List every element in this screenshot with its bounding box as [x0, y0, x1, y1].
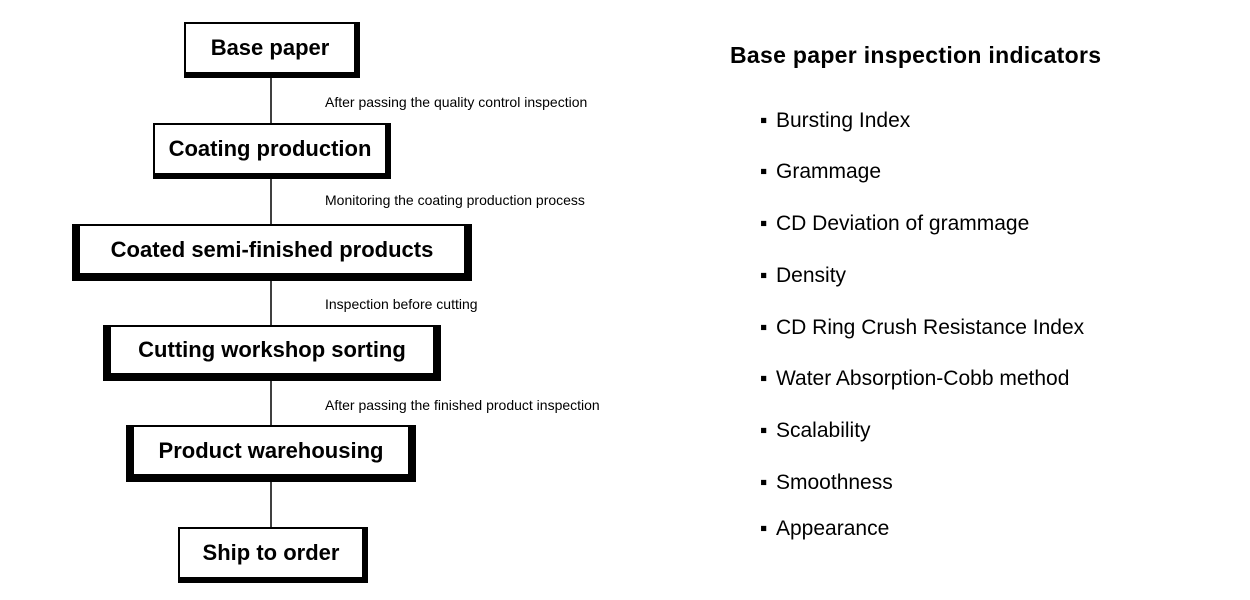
- step-ship-to-order: Ship to order: [178, 527, 368, 583]
- indicator-label: Bursting Index: [776, 109, 911, 132]
- bullet-icon: ▪: [760, 316, 768, 339]
- indicator-item: ▪ CD Deviation of grammage: [760, 212, 1029, 236]
- indicator-item: ▪ Density: [760, 264, 846, 288]
- indicator-item: ▪ Grammage: [760, 160, 881, 184]
- bullet-icon: ▪: [760, 264, 768, 287]
- bullet-icon: ▪: [760, 517, 768, 540]
- indicator-label: CD Deviation of grammage: [776, 212, 1030, 235]
- indicator-label: Grammage: [776, 160, 882, 183]
- bullet-icon: ▪: [760, 419, 768, 442]
- indicator-label: Appearance: [776, 517, 890, 540]
- connector-label-1: After passing the quality control inspec…: [325, 94, 588, 110]
- connector-label-2: Monitoring the coating production proces…: [325, 192, 585, 208]
- indicator-label: CD Ring Crush Resistance Index: [776, 316, 1085, 339]
- step-label: Coated semi-finished products: [110, 236, 434, 262]
- step-product-warehousing: Product warehousing: [126, 425, 416, 482]
- indicator-label: Scalability: [776, 419, 871, 442]
- connector-label-3: Inspection before cutting: [325, 296, 478, 312]
- connector-label-4: After passing the finished product inspe…: [325, 397, 600, 413]
- indicator-label: Smoothness: [776, 471, 893, 494]
- bullet-icon: ▪: [760, 471, 768, 494]
- indicators-title: Base paper inspection indicators: [730, 42, 1102, 68]
- step-base-paper: Base paper: [184, 22, 360, 78]
- bullet-icon: ▪: [760, 367, 768, 390]
- indicator-item: ▪ Bursting Index: [760, 109, 910, 133]
- indicator-item: ▪ Appearance: [760, 517, 889, 541]
- indicator-item: ▪ CD Ring Crush Resistance Index: [760, 316, 1084, 340]
- step-label: Base paper: [210, 35, 330, 60]
- indicator-label: Water Absorption-Cobb method: [776, 367, 1070, 390]
- step-label: Coating production: [168, 136, 372, 161]
- indicator-item: ▪ Scalability: [760, 419, 871, 443]
- bullet-icon: ▪: [760, 160, 768, 183]
- step-label: Product warehousing: [158, 437, 384, 463]
- bullet-icon: ▪: [760, 212, 768, 235]
- step-coating-production: Coating production: [153, 123, 391, 179]
- step-label: Ship to order: [202, 540, 340, 565]
- bullet-icon: ▪: [760, 109, 768, 132]
- step-label: Cutting workshop sorting: [138, 337, 406, 362]
- indicator-label: Density: [776, 264, 847, 287]
- step-cutting-workshop-sorting: Cutting workshop sorting: [103, 325, 441, 381]
- step-coated-semi-finished-products: Coated semi-finished products: [72, 224, 472, 281]
- indicator-item: ▪ Water Absorption-Cobb method: [760, 367, 1069, 391]
- indicator-item: ▪ Smoothness: [760, 471, 893, 495]
